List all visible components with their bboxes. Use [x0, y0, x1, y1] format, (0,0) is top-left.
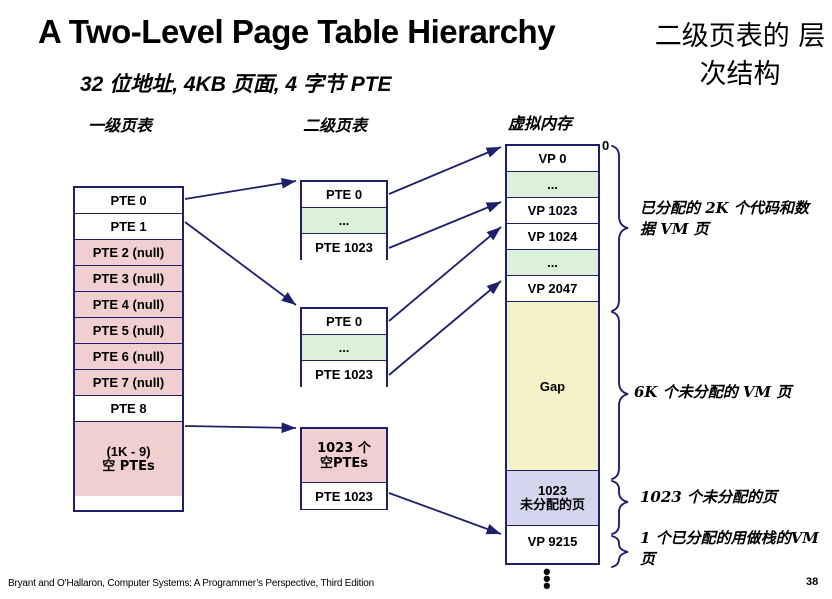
level2a-entry-0[interactable]: PTE 0: [302, 182, 386, 208]
vm-vertical-ellipsis-icon: •••: [543, 559, 551, 598]
level2-page-table-b: PTE 0 ... PTE 1023: [300, 307, 388, 387]
level1-empty-line1: (1K - 9): [106, 444, 151, 459]
level2b-ellipsis: ...: [302, 335, 386, 361]
level2a-ellipsis: ...: [302, 208, 386, 234]
level1-page-table: PTE 0 PTE 1 PTE 2 (null) PTE 3 (null) PT…: [73, 186, 184, 512]
vm-page-vp1023[interactable]: VP 1023: [507, 198, 598, 224]
level1-entry-6[interactable]: PTE 6 (null): [75, 344, 182, 370]
vm-ellipsis-1: ...: [507, 172, 598, 198]
vm-page-vp0[interactable]: VP 0: [507, 146, 598, 172]
level1-entry-0[interactable]: PTE 0: [75, 188, 182, 214]
column-header-level2: 二级页表: [303, 116, 368, 135]
page-title-chinese: 二级页表的 层次结构: [654, 21, 826, 90]
annotation-allocated-pages: 已分配的 2K 个代码和数据 VM 页: [640, 199, 809, 238]
level2b-entry-1023[interactable]: PTE 1023: [302, 361, 386, 387]
level2b-entry-0[interactable]: PTE 0: [302, 309, 386, 335]
vm-page-vp2047[interactable]: VP 2047: [507, 276, 598, 302]
level1-entry-7[interactable]: PTE 7 (null): [75, 370, 182, 396]
level1-entry-8[interactable]: PTE 8: [75, 396, 182, 422]
page-subtitle: 32 位地址, 4KB 页面, 4 字节 PTE: [80, 73, 392, 96]
annotation-stack-page: 1 个已分配的用做栈的VM 页: [640, 529, 819, 568]
level2c-empty-block: 1023 个 空PTEs: [302, 429, 386, 483]
level2c-empty-line1: 1023 个: [317, 440, 371, 456]
vm-zero-marker: 0: [602, 138, 610, 153]
column-header-level1: 一级页表: [88, 116, 153, 135]
level1-entry-3[interactable]: PTE 3 (null): [75, 266, 182, 292]
page-title-english: A Two-Level Page Table Hierarchy: [38, 13, 556, 50]
level2c-empty-line2: 空PTEs: [319, 455, 368, 471]
level1-entry-4[interactable]: PTE 4 (null): [75, 292, 182, 318]
level2c-entry-1023[interactable]: PTE 1023: [302, 483, 386, 509]
footer-page-number: 38: [806, 576, 819, 588]
level1-entry-1[interactable]: PTE 1: [75, 214, 182, 240]
level2-page-table-c: 1023 个 空PTEs PTE 1023: [300, 427, 388, 510]
annotation-unallocated-pages: 1023 个未分配的页: [640, 488, 777, 506]
column-header-virtual-memory: 虚拟内存: [508, 114, 573, 133]
vm-page-vp9215[interactable]: VP 9215: [507, 526, 598, 556]
level1-entry-5[interactable]: PTE 5 (null): [75, 318, 182, 344]
vm-unallocated-count: 1023: [538, 483, 567, 498]
vm-page-vp1024[interactable]: VP 1024: [507, 224, 598, 250]
virtual-memory-column: VP 0 ... VP 1023 VP 1024 ... VP 2047 Gap…: [505, 144, 600, 565]
vm-gap-block: Gap: [507, 302, 598, 471]
level1-empty-block: (1K - 9) 空 PTEs: [75, 422, 182, 496]
level1-empty-line2: 空 PTEs: [102, 459, 155, 474]
level2a-entry-1023[interactable]: PTE 1023: [302, 234, 386, 260]
level2-page-table-a: PTE 0 ... PTE 1023: [300, 180, 388, 260]
annotation-gap-pages: 6K 个未分配的 VM 页: [634, 383, 792, 401]
vm-unallocated-label: 未分配的页: [519, 498, 585, 513]
footer-citation: Bryant and O’Hallaron, Computer Systems:…: [8, 578, 374, 589]
level1-entry-2[interactable]: PTE 2 (null): [75, 240, 182, 266]
vm-ellipsis-2: ...: [507, 250, 598, 276]
vm-unallocated-block: 1023 未分配的页: [507, 471, 598, 526]
